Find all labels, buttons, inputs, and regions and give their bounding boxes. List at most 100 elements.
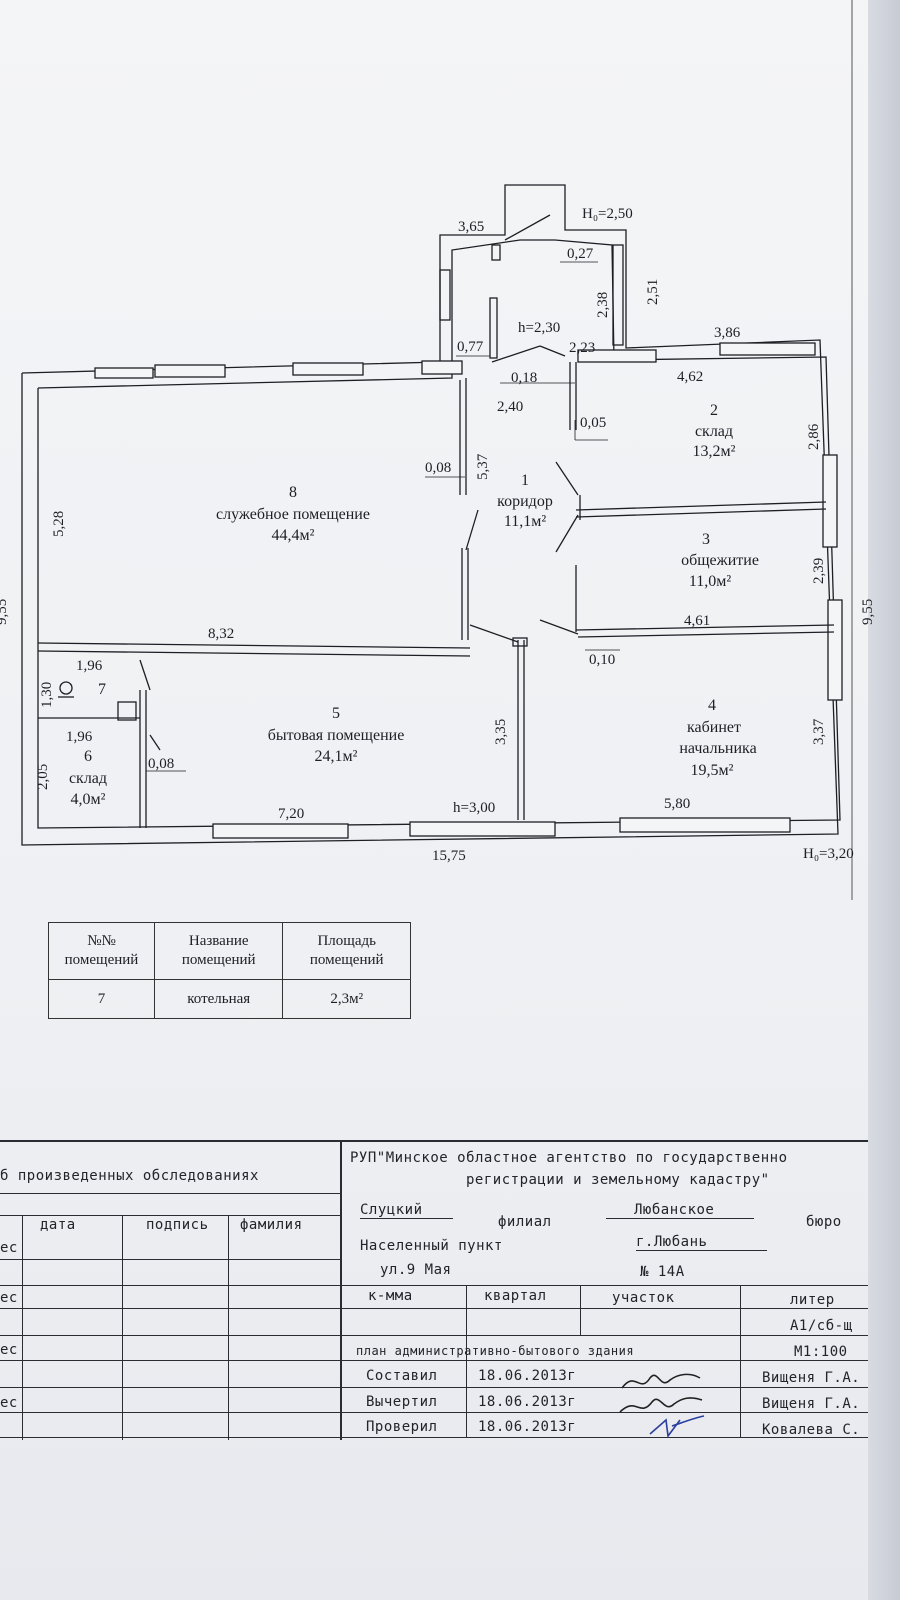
room-1-num: 1 [521, 472, 529, 489]
room-8-name: служебное помещение [216, 506, 370, 523]
stamp-settlement-label: Населенный пункт [360, 1238, 503, 1254]
room-1-name: коридор [497, 493, 553, 510]
rooms-table-header-name: Название помещений [154, 922, 284, 980]
stamp-left-title: б произведенных обследованиях [0, 1168, 259, 1184]
stamp-org-line2: регистрации и земельному кадастру" [466, 1172, 770, 1188]
stamp-role: Вычертил [366, 1394, 438, 1410]
stamp-name: Вищеня Г.А. [762, 1396, 861, 1412]
dim-077: 0,77 [457, 339, 484, 355]
stamp-plan-title: план административно-бытового здания [356, 1344, 635, 1358]
room-8-area: 44,4м² [272, 527, 315, 544]
dim-955-left: 9,55 [0, 599, 10, 625]
stamp-branch-value: Слуцкий [360, 1202, 453, 1219]
paper-sheet [0, 0, 868, 1600]
dim-239: 2,39 [811, 558, 827, 584]
room-4-num: 4 [708, 697, 716, 714]
stamp-bureau-value: Любанское [606, 1202, 755, 1219]
rooms-table-cell-name: котельная [154, 979, 284, 1019]
stamp-name: Ковалева С. [762, 1422, 861, 1438]
room-5-num: 5 [332, 705, 340, 722]
dim-365: 3,65 [458, 219, 484, 235]
table-row: 7 котельная 2,3м² [47, 979, 411, 1019]
dim-018: 0,18 [511, 370, 537, 386]
room-3-num: 3 [702, 531, 710, 548]
room-1-area: 11,1м² [504, 513, 547, 530]
stamp-house: № 14А [640, 1264, 685, 1280]
dim-027: 0,27 [567, 246, 594, 262]
rooms-table-header-area: Площадь помещений [282, 922, 411, 980]
rooms-table: №№ помещений Название помещений Площадь … [47, 922, 411, 1019]
stamp-date: 18.06.2013г [478, 1368, 577, 1384]
dim-720: 7,20 [278, 806, 304, 822]
rooms-table-cell-num: 7 [47, 979, 156, 1019]
dim-537: 5,37 [475, 453, 491, 480]
walls [21, 184, 843, 846]
paper-edge [868, 0, 900, 1600]
stamp-settlement-value: г.Любань [636, 1234, 768, 1251]
stamp-kmma: к-мма [368, 1288, 413, 1304]
room-4-name: кабинет [687, 719, 741, 736]
dim-010: 0,10 [589, 652, 615, 668]
stamp-date: 18.06.2013г [478, 1419, 577, 1435]
room-6-num: 6 [84, 748, 92, 765]
dim-008a: 0,08 [425, 460, 451, 476]
dim-238: 2,38 [595, 292, 611, 318]
room-2-area: 13,2м² [693, 443, 736, 460]
room-2-num: 2 [710, 402, 718, 419]
room-labels: 1 коридор 11,1м² 2 склад 13,2м² 3 общежи… [69, 402, 759, 808]
stamp-kvartal: квартал [484, 1288, 547, 1304]
stamp-col-date: дата [40, 1217, 76, 1233]
dim-955-right: 9,55 [860, 599, 876, 625]
stamp-row-mark: ес [0, 1240, 18, 1256]
rooms-table-header-num: №№ помещений [47, 922, 156, 980]
dim-461: 4,61 [684, 613, 710, 629]
dim-337: 3,37 [811, 718, 827, 745]
stamp-liter: литер [790, 1292, 835, 1308]
dim-386: 3,86 [714, 325, 741, 341]
stamp-col-sign: подпись [146, 1217, 209, 1233]
dim-580: 5,80 [664, 796, 690, 812]
stamp-row-mark: ес [0, 1395, 18, 1411]
dim-528: 5,28 [51, 511, 67, 537]
stamp-uchastok: участок [612, 1290, 675, 1306]
stamp-liter-value: А1/сб-щ [790, 1318, 853, 1334]
dim-205: 2,05 [35, 764, 51, 790]
dim-008b: 0,08 [148, 756, 174, 772]
room-6-name: склад [69, 770, 107, 787]
dim-130: 1,30 [39, 682, 55, 708]
dim-832: 8,32 [208, 626, 234, 642]
room-5-name: бытовая помещение [268, 727, 405, 744]
stamp-org-line1: РУП"Минское областное агентство по госуд… [350, 1150, 788, 1166]
room-2-name: склад [695, 423, 733, 440]
room-5-area: 24,1м² [315, 748, 358, 765]
signature-scribbles [619, 1373, 705, 1439]
dim-286: 2,86 [806, 423, 822, 450]
dimensions: 3,65 Н₀=2,50 0,27 2,51 2,38 h=2,30 0,77 … [0, 206, 876, 864]
room-3-area: 11,0м² [689, 573, 732, 590]
dim-251: 2,51 [645, 279, 661, 305]
dim-335: 3,35 [493, 719, 509, 745]
dim-223: 2,23 [569, 340, 595, 356]
stamp-name: Вищеня Г.А. [762, 1370, 861, 1386]
room-8-num: 8 [289, 484, 297, 501]
dim-h230: h=2,30 [518, 320, 560, 336]
stamp-row-mark: ес [0, 1342, 18, 1358]
stamp-street: ул.9 Мая [380, 1262, 452, 1278]
dim-196a: 1,96 [76, 658, 103, 674]
room-3-name: общежитие [681, 552, 759, 569]
stamp-role: Проверил [366, 1419, 438, 1435]
floor-plan: 3,65 Н₀=2,50 0,27 2,51 2,38 h=2,30 0,77 … [0, 0, 876, 900]
dim-240: 2,40 [497, 399, 523, 415]
room-7-num: 7 [98, 681, 106, 698]
stamp-col-name: фамилия [240, 1217, 303, 1233]
dim-h0-top: Н₀=2,50 [582, 206, 633, 222]
room-4-name2: начальника [679, 740, 756, 757]
dim-h300: h=3,00 [453, 800, 495, 816]
stamp-bureau-label: бюро [806, 1214, 842, 1230]
stamp-scale: М1:100 [794, 1344, 848, 1360]
stamp-row-mark: ес [0, 1290, 18, 1306]
dim-h0-bottom: Н₀=3,20 [803, 846, 854, 862]
rooms-table-cell-area: 2,3м² [282, 979, 411, 1019]
dim-196b: 1,96 [66, 729, 93, 745]
dim-005: 0,05 [580, 415, 606, 431]
